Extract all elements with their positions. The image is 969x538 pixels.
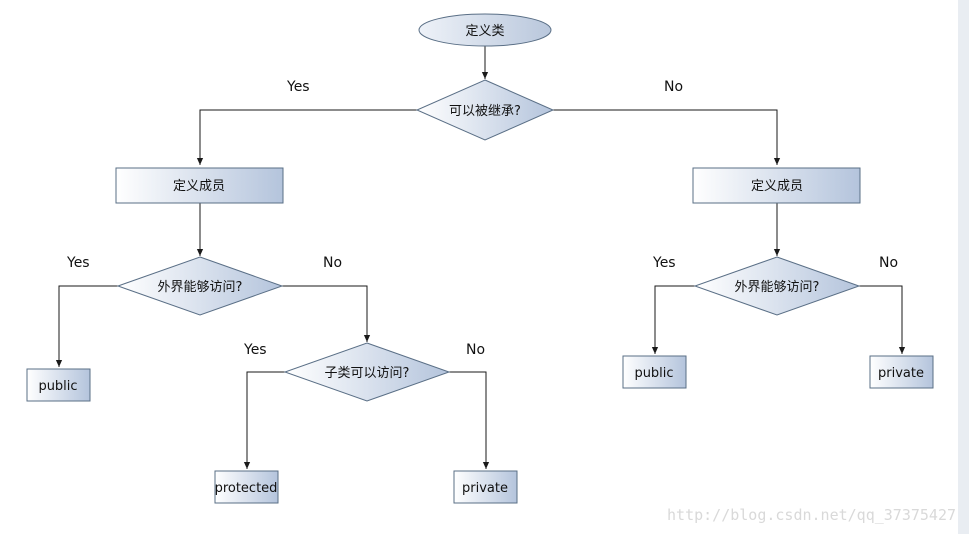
label-outside-left-no: No bbox=[323, 255, 342, 271]
result-private-mid: private bbox=[453, 470, 518, 504]
decision-inheritable-label: 可以被继承? bbox=[449, 104, 521, 119]
edge-outside-right-no bbox=[859, 285, 906, 354]
decision-outside-access-right: 外界能够访问? bbox=[693, 256, 861, 316]
decision-outside-access-right-label: 外界能够访问? bbox=[735, 280, 820, 295]
edge-subclass-yes bbox=[243, 371, 285, 469]
decision-subclass-access-label: 子类可以访问? bbox=[325, 366, 410, 381]
result-private-right-label: private bbox=[878, 366, 924, 381]
edge-outside-right-yes bbox=[651, 285, 695, 354]
decision-inheritable: 可以被继承? bbox=[415, 79, 555, 141]
result-protected-label: protected bbox=[215, 481, 278, 496]
watermark: http://blog.csdn.net/qq_37375427 bbox=[667, 506, 956, 524]
process-define-members-left-label: 定义成员 bbox=[173, 179, 225, 194]
result-public-right: public bbox=[622, 355, 687, 389]
decision-outside-access-left: 外界能够访问? bbox=[116, 256, 284, 316]
label-outside-right-no: No bbox=[879, 255, 898, 271]
label-inherit-no: No bbox=[664, 79, 683, 95]
edge-inherit-no bbox=[553, 109, 781, 165]
label-outside-right-yes: Yes bbox=[652, 255, 676, 271]
edges bbox=[55, 46, 906, 469]
result-protected: protected bbox=[214, 470, 279, 504]
window-edge-strip bbox=[958, 0, 969, 534]
decision-subclass-access: 子类可以访问? bbox=[283, 342, 451, 402]
decision-outside-access-left-label: 外界能够访问? bbox=[158, 280, 243, 295]
edge-inherit-yes bbox=[196, 109, 417, 165]
edge-labels: Yes No Yes No Yes No Yes No bbox=[66, 79, 898, 358]
label-inherit-yes: Yes bbox=[286, 79, 310, 95]
edge-outside-left-no bbox=[282, 285, 371, 342]
result-public-right-label: public bbox=[634, 366, 673, 381]
result-public-left-label: public bbox=[38, 379, 77, 394]
node-start-label: 定义类 bbox=[465, 24, 504, 39]
result-private-mid-label: private bbox=[462, 481, 508, 496]
result-private-right: private bbox=[869, 355, 934, 389]
process-define-members-left: 定义成员 bbox=[115, 167, 284, 204]
edge-subclass-no bbox=[449, 371, 490, 469]
process-define-members-right-label: 定义成员 bbox=[751, 179, 803, 194]
process-define-members-right: 定义成员 bbox=[692, 167, 861, 204]
label-subclass-yes: Yes bbox=[243, 342, 267, 358]
edge-outside-left-yes bbox=[55, 285, 118, 367]
result-public-left: public bbox=[26, 368, 91, 402]
label-outside-left-yes: Yes bbox=[66, 255, 90, 271]
node-start: 定义类 bbox=[418, 13, 552, 47]
label-subclass-no: No bbox=[466, 342, 485, 358]
